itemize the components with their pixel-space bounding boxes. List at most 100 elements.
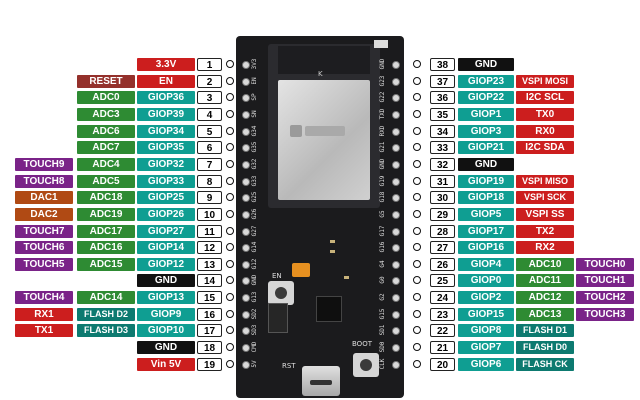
header-pin-hole: [242, 194, 250, 203]
pin-connector-dot[interactable]: [226, 176, 234, 185]
pin-label-adc: ADC5: [77, 174, 135, 188]
pin-number: 11: [197, 224, 222, 238]
pin-connector-dot[interactable]: [226, 243, 234, 252]
header-pin-hole: [392, 327, 400, 336]
pin-label-serial: EN: [137, 74, 195, 88]
en-button[interactable]: [268, 281, 294, 305]
pin-label-spi: VSPI SS: [516, 207, 574, 221]
pin-label-flash: FLASH D2: [77, 307, 135, 321]
header-pin-hole: [392, 94, 400, 103]
pin-connector-dot[interactable]: [226, 193, 234, 202]
pin-connector-dot[interactable]: [226, 259, 234, 268]
pin-connector-dot[interactable]: [413, 309, 421, 318]
pin-label-dac: DAC2: [15, 207, 73, 221]
pin-label-adc: ADC12: [516, 291, 574, 305]
pin-label-gpio: GIOP25: [137, 191, 195, 205]
boot-silk-label: BOOT: [352, 340, 372, 348]
pin-connector-dot[interactable]: [413, 159, 421, 168]
pin-connector-dot[interactable]: [226, 143, 234, 152]
boot-button[interactable]: [353, 353, 379, 377]
pin-connector-dot[interactable]: [226, 226, 234, 235]
pin-label-serial: RX1: [15, 307, 73, 321]
pin-connector-dot[interactable]: [413, 343, 421, 352]
pin-connector-dot[interactable]: [226, 109, 234, 118]
pin-label-flash: FLASH CK: [516, 357, 574, 371]
pin-connector-dot[interactable]: [226, 343, 234, 352]
pin-connector-dot[interactable]: [413, 143, 421, 152]
pin-connector-dot[interactable]: [413, 243, 421, 252]
header-pin-hole: [242, 277, 250, 286]
pin-connector-dot[interactable]: [226, 76, 234, 85]
header-pin-hole: [392, 210, 400, 219]
silkscreen-label: G33: [251, 175, 258, 186]
pin-label-spi: VSPI SCK: [516, 191, 574, 205]
header-pin-hole: [392, 110, 400, 119]
header-pin-hole: [392, 294, 400, 303]
silkscreen-label: G27: [251, 225, 258, 236]
pin-label-flash: FLASH D3: [77, 324, 135, 338]
pin-connector-dot[interactable]: [413, 259, 421, 268]
pin-connector-dot[interactable]: [226, 209, 234, 218]
pin-connector-dot[interactable]: [226, 276, 234, 285]
pin-connector-dot[interactable]: [413, 293, 421, 302]
header-pin-hole: [392, 344, 400, 353]
pin-connector-dot[interactable]: [413, 76, 421, 85]
pin-connector-dot[interactable]: [226, 126, 234, 135]
pin-label-spi: VSPI MISO: [516, 174, 574, 188]
pin-connector-dot[interactable]: [226, 159, 234, 168]
pin-number: 15: [197, 291, 222, 305]
silkscreen-label: SP: [251, 93, 258, 101]
header-pin-hole: [242, 327, 250, 336]
pin-label-adc: ADC4: [77, 157, 135, 171]
pin-label-gpio: GIOP17: [458, 224, 514, 238]
pin-label-touch: TOUCH1: [576, 274, 634, 288]
pin-label-touch: TOUCH9: [15, 157, 73, 171]
silkscreen-label: G18: [379, 191, 386, 203]
pin-number: 10: [197, 207, 222, 221]
pin-connector-dot[interactable]: [413, 326, 421, 335]
pin-label-flash: FLASH D0: [516, 341, 574, 355]
pin-label-gpio: GIOP15: [458, 307, 514, 321]
pin-label-gpio: GIOP2: [458, 291, 514, 305]
silkscreen-label: RXD: [379, 125, 386, 137]
tantalum-capacitor: [292, 263, 310, 277]
pin-connector-dot[interactable]: [226, 60, 234, 68]
pin-label-gpio: GIOP19: [458, 174, 514, 188]
pin-label-spi: VSPI MOSI: [516, 74, 574, 88]
pin-connector-dot[interactable]: [413, 109, 421, 118]
pin-number: 38: [430, 58, 455, 71]
pin-connector-dot[interactable]: [226, 293, 234, 302]
pin-connector-dot[interactable]: [413, 93, 421, 102]
pin-connector-dot[interactable]: [413, 126, 421, 135]
usb-uart-chip: [316, 296, 342, 322]
pin-label-serial: TX1: [15, 324, 73, 338]
pin-connector-dot[interactable]: [226, 93, 234, 102]
pin-connector-dot[interactable]: [413, 193, 421, 202]
pin-label-touch: TOUCH6: [15, 241, 73, 255]
pin-number: 35: [430, 107, 455, 121]
header-pin-hole: [392, 144, 400, 153]
silkscreen-label: GND: [379, 158, 386, 170]
pin-label-gpio: GIOP39: [137, 107, 195, 121]
pin-label-adc: ADC17: [77, 224, 135, 238]
module-antenna-tab: [374, 40, 388, 48]
pin-number: 23: [430, 307, 455, 321]
pin-connector-dot[interactable]: [226, 326, 234, 335]
pin-connector-dot[interactable]: [413, 176, 421, 185]
module-mark: K: [318, 70, 323, 78]
pin-label-adc: ADC7: [77, 141, 135, 155]
pin-connector-dot[interactable]: [226, 309, 234, 318]
header-pin-hole: [392, 127, 400, 136]
pin-number: 32: [430, 157, 455, 171]
pin-connector-dot[interactable]: [413, 60, 421, 68]
header-pin-hole: [392, 277, 400, 286]
pin-connector-dot[interactable]: [413, 276, 421, 285]
pin-connector-dot[interactable]: [413, 226, 421, 235]
header-pin-hole: [392, 310, 400, 319]
pin-connector-dot[interactable]: [413, 359, 421, 368]
silkscreen-label: SD0: [379, 341, 386, 353]
pin-label-adc: ADC0: [77, 91, 135, 105]
pin-connector-dot[interactable]: [226, 359, 234, 368]
rst-silk-label: RST: [282, 362, 296, 370]
pin-connector-dot[interactable]: [413, 209, 421, 218]
